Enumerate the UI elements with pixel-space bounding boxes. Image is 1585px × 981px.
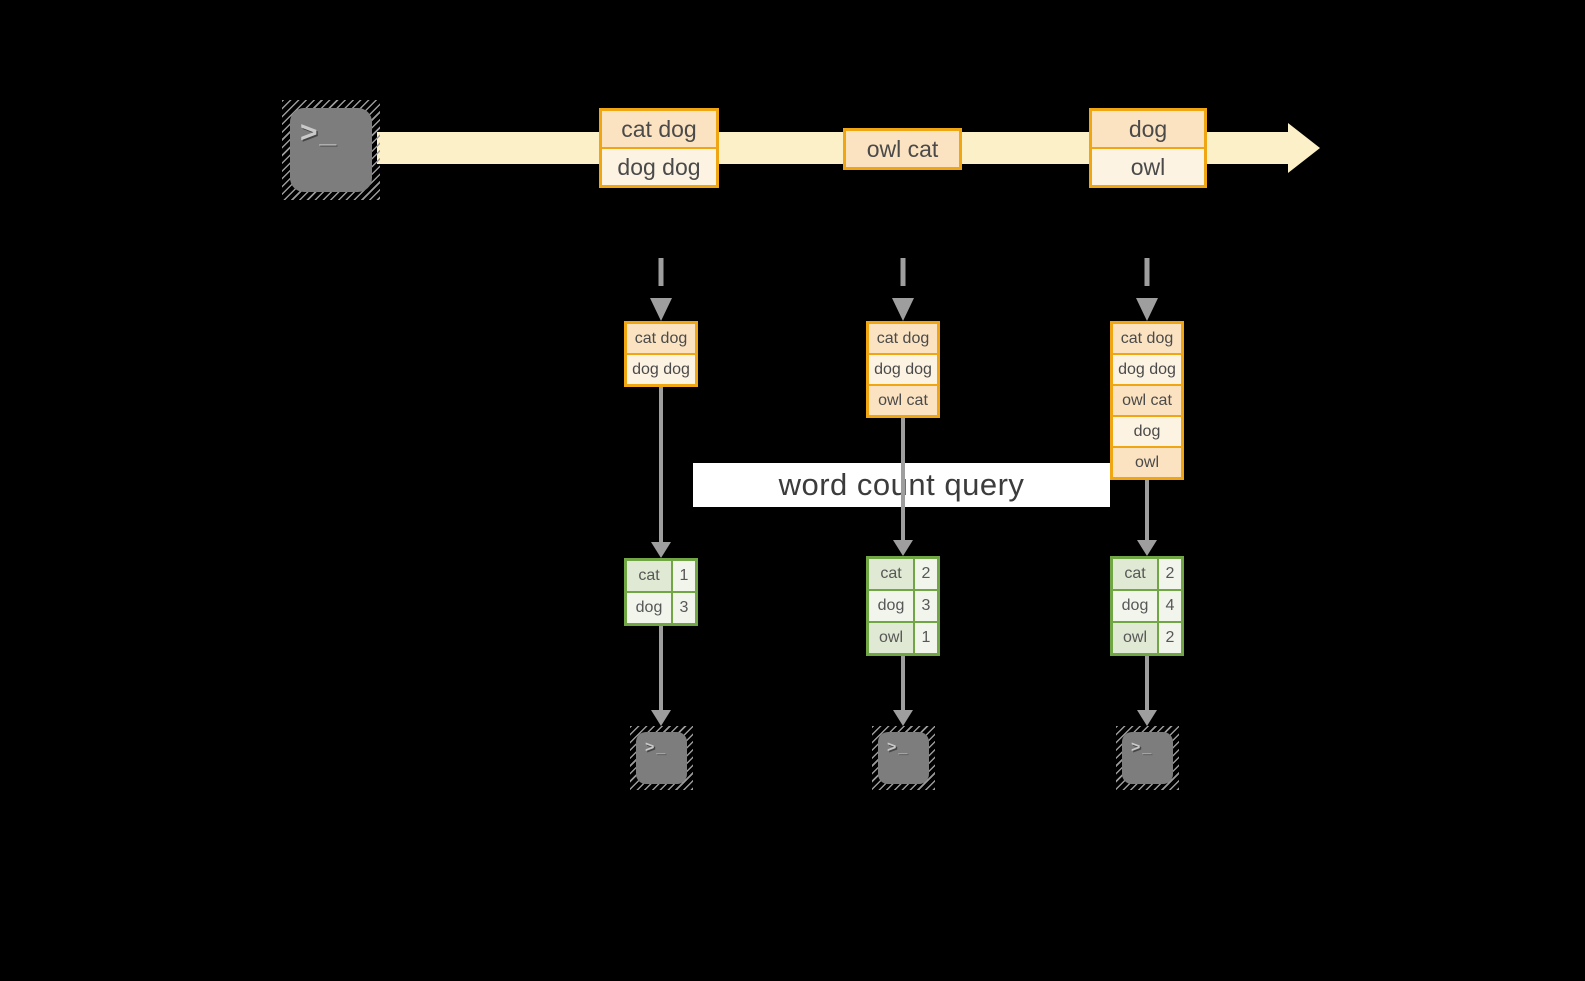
- counts-table-1: cat 1 dog 3: [624, 558, 698, 626]
- count-cell: 2: [915, 559, 937, 589]
- micro-batch-box-3: cat dog dog dog owl cat dog owl: [1110, 321, 1184, 480]
- batch-record: owl: [1092, 147, 1204, 185]
- sink-terminal-icon-3: >_: [1116, 726, 1179, 790]
- prompt-chevron-icon: >: [887, 739, 897, 756]
- micro-batch-box-2: cat dog dog dog owl cat: [866, 321, 940, 418]
- micro-batch-record: owl cat: [1113, 384, 1181, 415]
- stream-timeline-arrowhead-icon: [1288, 123, 1320, 173]
- count-cell: 1: [915, 623, 937, 653]
- batch-record: dog: [1092, 111, 1204, 147]
- count-cell: 2: [1159, 559, 1181, 589]
- batch-record: cat dog: [602, 111, 716, 147]
- terminal-screen: >_: [1122, 732, 1173, 784]
- micro-batch-record: dog dog: [869, 353, 937, 384]
- micro-batch-record: dog dog: [627, 353, 695, 384]
- dashed-down-arrow-icon: [1136, 258, 1158, 321]
- word-cell: cat: [869, 559, 913, 589]
- terminal-screen: >_: [636, 732, 687, 784]
- micro-batch-record: owl: [1113, 446, 1181, 477]
- word-cell: owl: [1113, 623, 1157, 653]
- stream-batch-box-1: cat dog dog dog: [599, 108, 719, 188]
- count-cell: 4: [1159, 591, 1181, 621]
- sink-terminal-icon-1: >_: [630, 726, 693, 790]
- down-arrow-icon: [651, 626, 671, 726]
- batch-record: dog dog: [602, 147, 716, 185]
- cursor-icon: _: [656, 739, 666, 756]
- dashed-down-arrow-icon: [892, 258, 914, 321]
- count-cell: 3: [673, 593, 695, 623]
- terminal-screen: >_: [878, 732, 929, 784]
- down-arrow-icon: [893, 418, 913, 556]
- count-cell: 2: [1159, 623, 1181, 653]
- down-arrow-icon: [893, 656, 913, 726]
- source-terminal-icon: >_: [282, 100, 380, 200]
- cursor-icon: _: [1142, 739, 1152, 756]
- sink-terminal-icon-2: >_: [872, 726, 935, 790]
- word-cell: dog: [1113, 591, 1157, 621]
- cursor-icon: _: [319, 116, 337, 149]
- counts-table-2: cat 2 dog 3 owl 1: [866, 556, 940, 656]
- stream-batch-box-2: owl cat: [843, 128, 962, 170]
- down-arrow-icon: [1137, 656, 1157, 726]
- word-cell: dog: [869, 591, 913, 621]
- stream-batch-box-3: dog owl: [1089, 108, 1207, 188]
- prompt-chevron-icon: >: [1131, 739, 1141, 756]
- micro-batch-record: cat dog: [1113, 324, 1181, 353]
- prompt-chevron-icon: >: [645, 739, 655, 756]
- down-arrow-icon: [651, 387, 671, 558]
- down-arrow-icon: [1137, 480, 1157, 556]
- micro-batch-box-1: cat dog dog dog: [624, 321, 698, 387]
- count-cell: 3: [915, 591, 937, 621]
- micro-batch-record: cat dog: [869, 324, 937, 353]
- micro-batch-record: dog: [1113, 415, 1181, 446]
- batch-record: owl cat: [846, 131, 959, 167]
- micro-batch-record: cat dog: [627, 324, 695, 353]
- word-cell: cat: [627, 561, 671, 591]
- cursor-icon: _: [898, 739, 908, 756]
- dashed-down-arrow-icon: [650, 258, 672, 321]
- prompt-chevron-icon: >: [300, 116, 318, 149]
- word-cell: cat: [1113, 559, 1157, 589]
- word-cell: owl: [869, 623, 913, 653]
- micro-batch-record: owl cat: [869, 384, 937, 415]
- micro-batch-record: dog dog: [1113, 353, 1181, 384]
- terminal-screen: >_: [290, 108, 372, 192]
- counts-table-3: cat 2 dog 4 owl 2: [1110, 556, 1184, 656]
- count-cell: 1: [673, 561, 695, 591]
- word-cell: dog: [627, 593, 671, 623]
